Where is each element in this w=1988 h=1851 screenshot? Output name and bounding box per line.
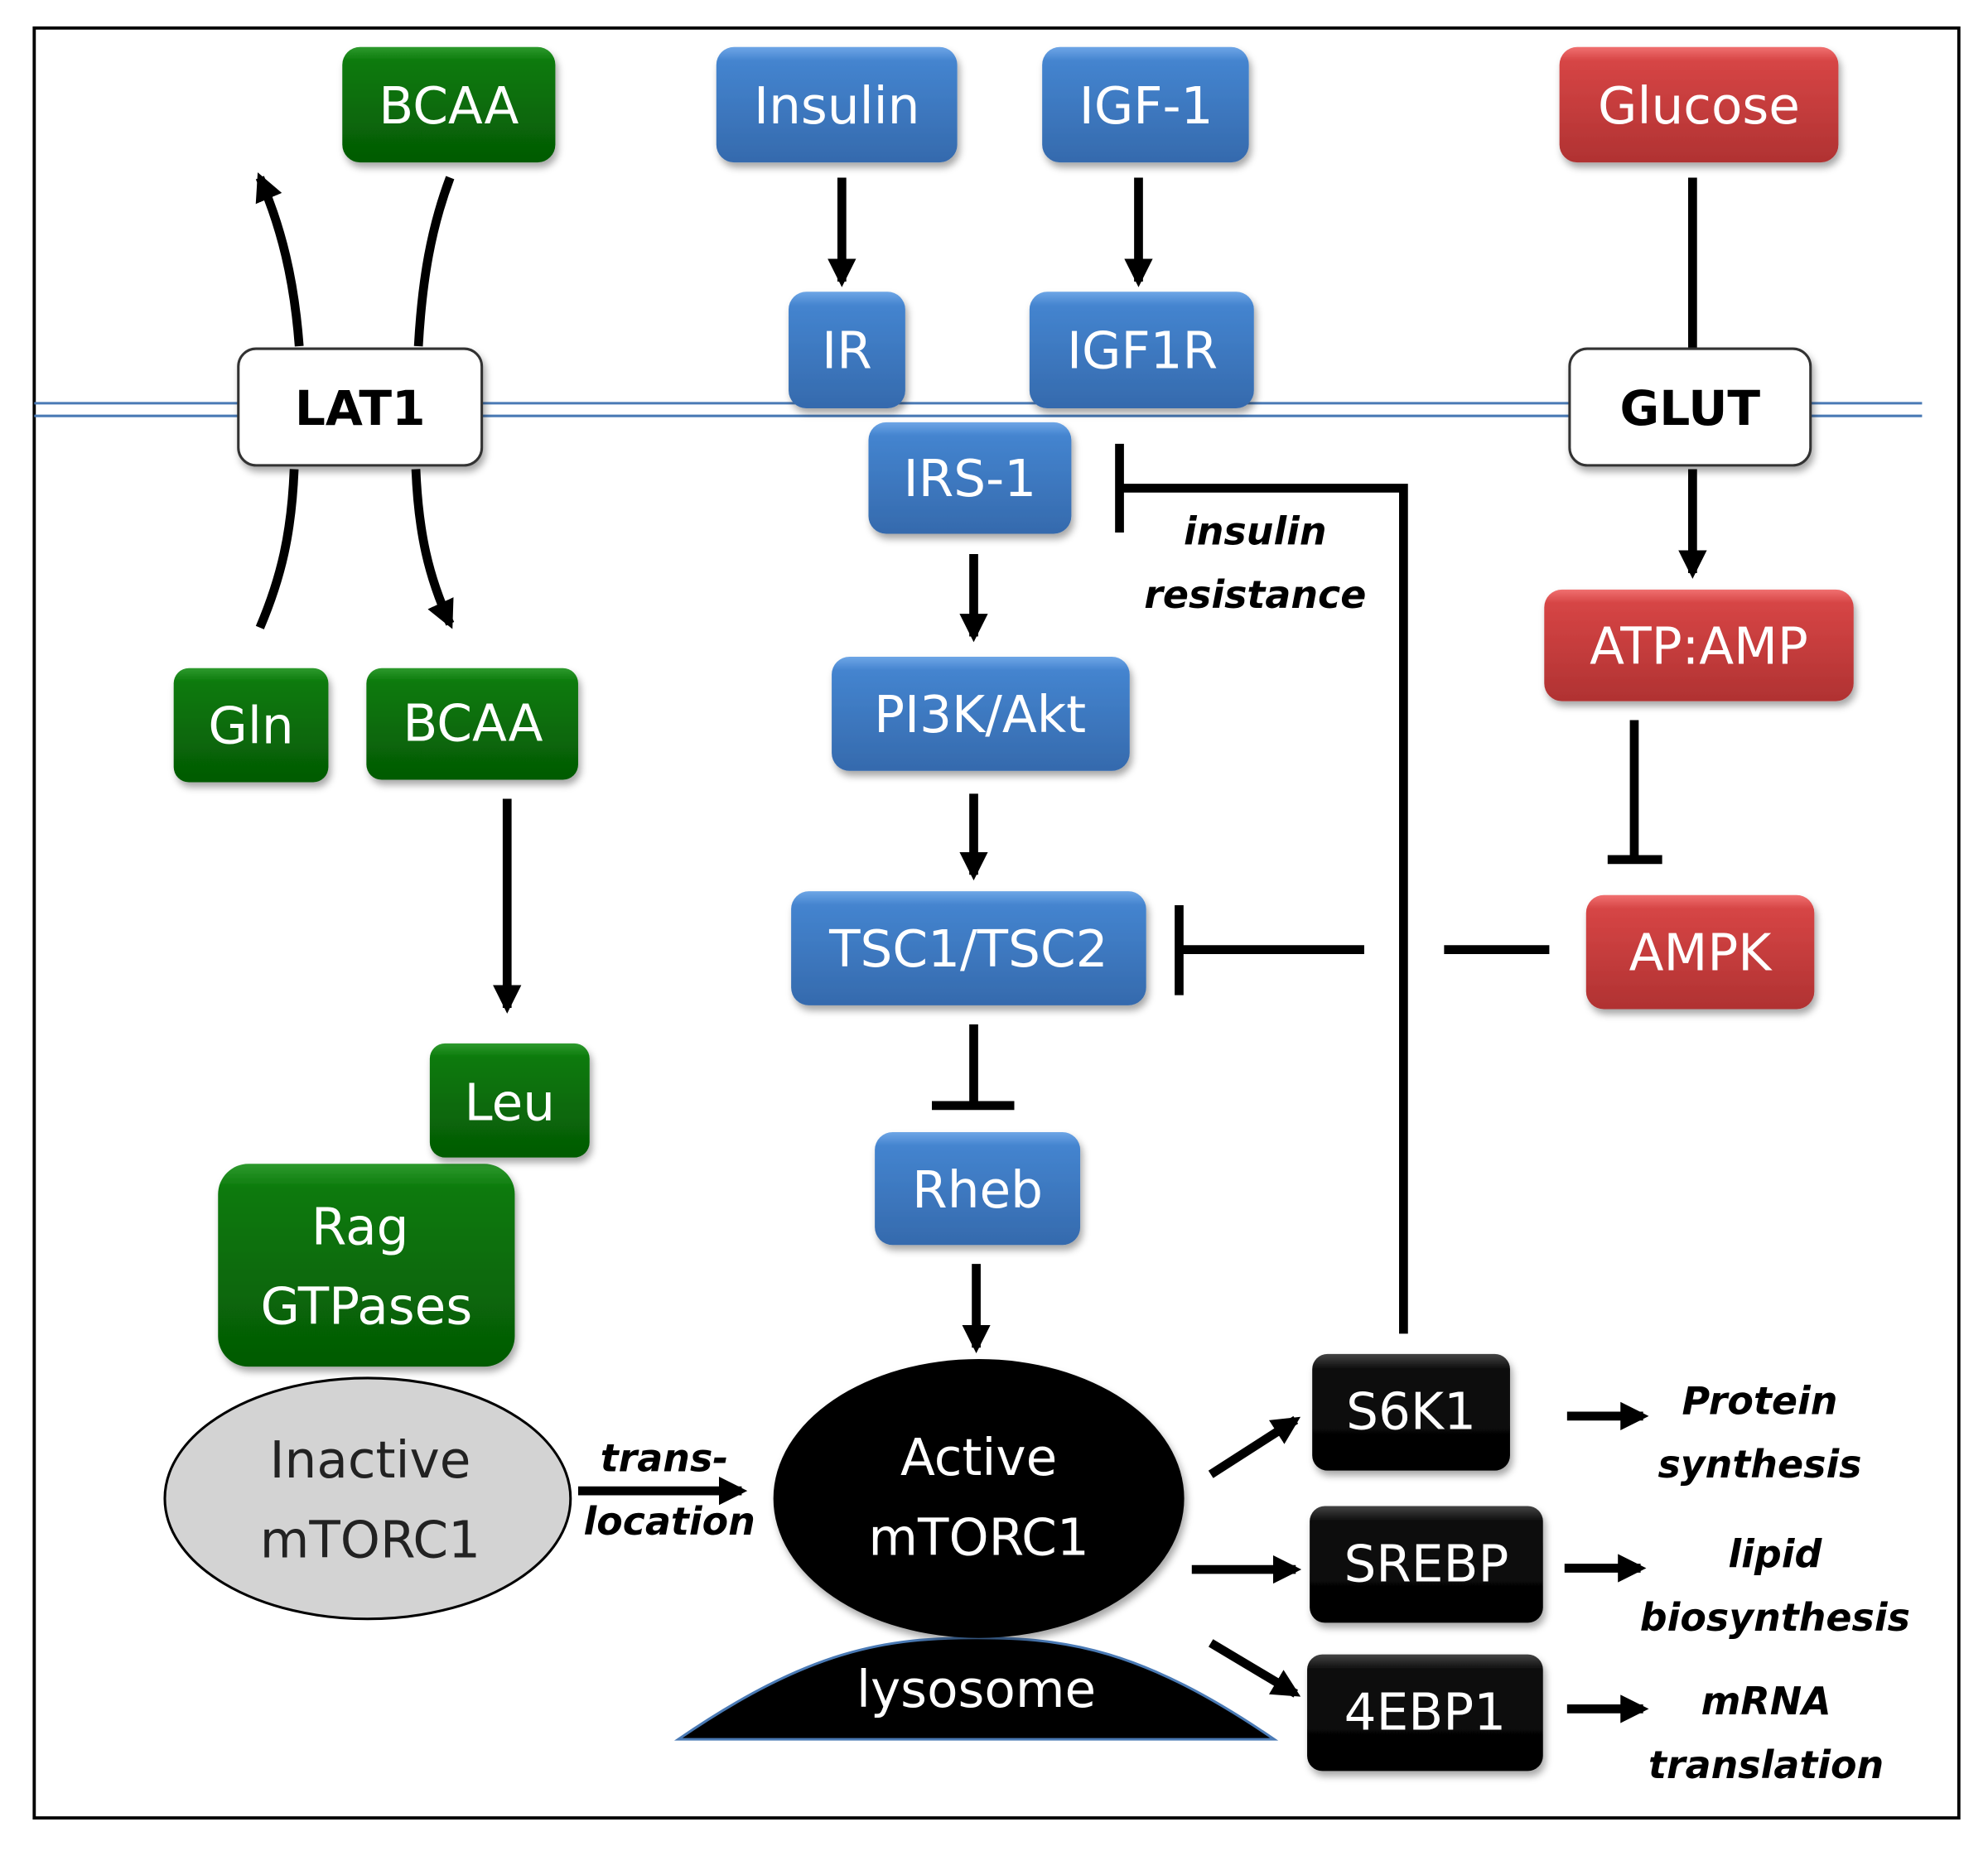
svg-text:AMPK: AMPK	[1629, 924, 1773, 983]
svg-text:Rag: Rag	[311, 1198, 409, 1256]
svg-text:Insulin: Insulin	[754, 77, 919, 136]
node-ir: IR	[789, 292, 905, 409]
svg-text:synthesis: synthesis	[1657, 1442, 1861, 1487]
svg-text:location: location	[583, 1499, 755, 1544]
label-mrna-translation: mRNA translation	[1648, 1679, 1884, 1787]
node-tsc1-tsc2: TSC1/TSC2	[791, 891, 1146, 1005]
node-inactive-mtorc1: Inactive mTORC1	[163, 1376, 572, 1621]
arrow-bcaa-export	[255, 172, 304, 347]
node-rheb: Rheb	[875, 1131, 1081, 1246]
svg-text:PI3K/Akt: PI3K/Akt	[874, 686, 1086, 745]
svg-text:IGF-1: IGF-1	[1079, 77, 1214, 136]
svg-text:TSC1/TSC2: TSC1/TSC2	[828, 920, 1108, 979]
node-rag-gtpases: Rag GTPases	[218, 1164, 515, 1367]
node-glucose: Glucose	[1559, 46, 1839, 163]
node-s6k1: S6K1	[1312, 1353, 1510, 1471]
svg-text:Leu: Leu	[465, 1073, 556, 1132]
node-igf1: IGF-1	[1042, 46, 1249, 163]
inhibit-atp-ampk	[1607, 720, 1662, 865]
svg-text:translation: translation	[1648, 1743, 1884, 1787]
node-glut: GLUT	[1568, 347, 1812, 467]
arrow-mtorc1-s6k1	[1208, 1415, 1301, 1478]
node-active-mtorc1: Active mTORC1	[773, 1358, 1185, 1638]
label-lipid-biosynthesis: lipid biosynthesis	[1640, 1532, 1910, 1641]
arrow-mtorc1-4ebp1	[1208, 1639, 1301, 1698]
node-srebp: SREBP	[1310, 1506, 1543, 1623]
svg-text:IRS-1: IRS-1	[904, 450, 1037, 509]
svg-text:mTORC1: mTORC1	[260, 1511, 480, 1569]
arrow-bcaa-import	[411, 469, 455, 629]
node-lat1: LAT1	[237, 347, 484, 467]
svg-text:Inactive: Inactive	[269, 1431, 470, 1490]
svg-text:Glucose: Glucose	[1598, 77, 1800, 136]
svg-text:GLUT: GLUT	[1619, 380, 1760, 436]
label-insulin-resistance: insulin resistance	[1144, 509, 1366, 617]
node-4ebp1: 4EBP1	[1307, 1654, 1543, 1771]
node-bcaa-extracellular: BCAA	[342, 46, 556, 163]
inhibit-s6k1-irs1	[1115, 443, 1408, 1334]
svg-text:Rheb: Rheb	[912, 1161, 1043, 1220]
svg-text:mRNA: mRNA	[1701, 1679, 1831, 1723]
svg-text:Protein: Protein	[1682, 1378, 1838, 1423]
label-protein-synthesis: Protein synthesis	[1657, 1378, 1861, 1487]
svg-text:Gln: Gln	[208, 697, 293, 756]
inhibit-ampk-tsc	[1175, 905, 1550, 995]
svg-text:lipid: lipid	[1728, 1532, 1822, 1577]
node-pi3k-akt: PI3K/Akt	[832, 657, 1130, 771]
node-bcaa-intracellular: BCAA	[366, 668, 578, 780]
node-insulin: Insulin	[716, 46, 958, 163]
svg-text:LAT1: LAT1	[295, 380, 426, 436]
svg-text:insulin: insulin	[1184, 509, 1327, 553]
svg-text:S6K1: S6K1	[1346, 1383, 1476, 1442]
node-atp-amp: ATP:AMP	[1544, 589, 1854, 701]
line-bcaa-import-top	[413, 176, 455, 347]
node-ampk: AMPK	[1585, 894, 1815, 1010]
svg-text:resistance: resistance	[1144, 572, 1366, 617]
svg-text:trans-: trans-	[601, 1435, 729, 1480]
svg-text:mTORC1: mTORC1	[868, 1508, 1088, 1567]
svg-text:GTPases: GTPases	[260, 1278, 472, 1337]
svg-text:BCAA: BCAA	[403, 695, 543, 754]
inhibit-tsc-rheb	[932, 1024, 1015, 1111]
svg-text:ATP:AMP: ATP:AMP	[1590, 617, 1808, 676]
svg-text:BCAA: BCAA	[379, 77, 519, 136]
node-gln: Gln	[173, 668, 329, 783]
svg-text:IGF1R: IGF1R	[1067, 322, 1218, 381]
svg-text:SREBP: SREBP	[1344, 1535, 1508, 1593]
svg-text:lysosome: lysosome	[856, 1661, 1096, 1719]
label-translocation: trans- location	[583, 1435, 755, 1544]
node-lysosome: lysosome	[673, 1636, 1279, 1741]
line-gln-import	[255, 469, 299, 629]
svg-text:Active: Active	[900, 1429, 1057, 1487]
node-igf1r: IGF1R	[1029, 292, 1254, 409]
node-irs1: IRS-1	[868, 422, 1072, 534]
node-leu: Leu	[429, 1043, 590, 1158]
svg-text:biosynthesis: biosynthesis	[1640, 1595, 1910, 1640]
svg-text:4EBP1: 4EBP1	[1344, 1684, 1507, 1743]
svg-text:IR: IR	[822, 322, 872, 381]
